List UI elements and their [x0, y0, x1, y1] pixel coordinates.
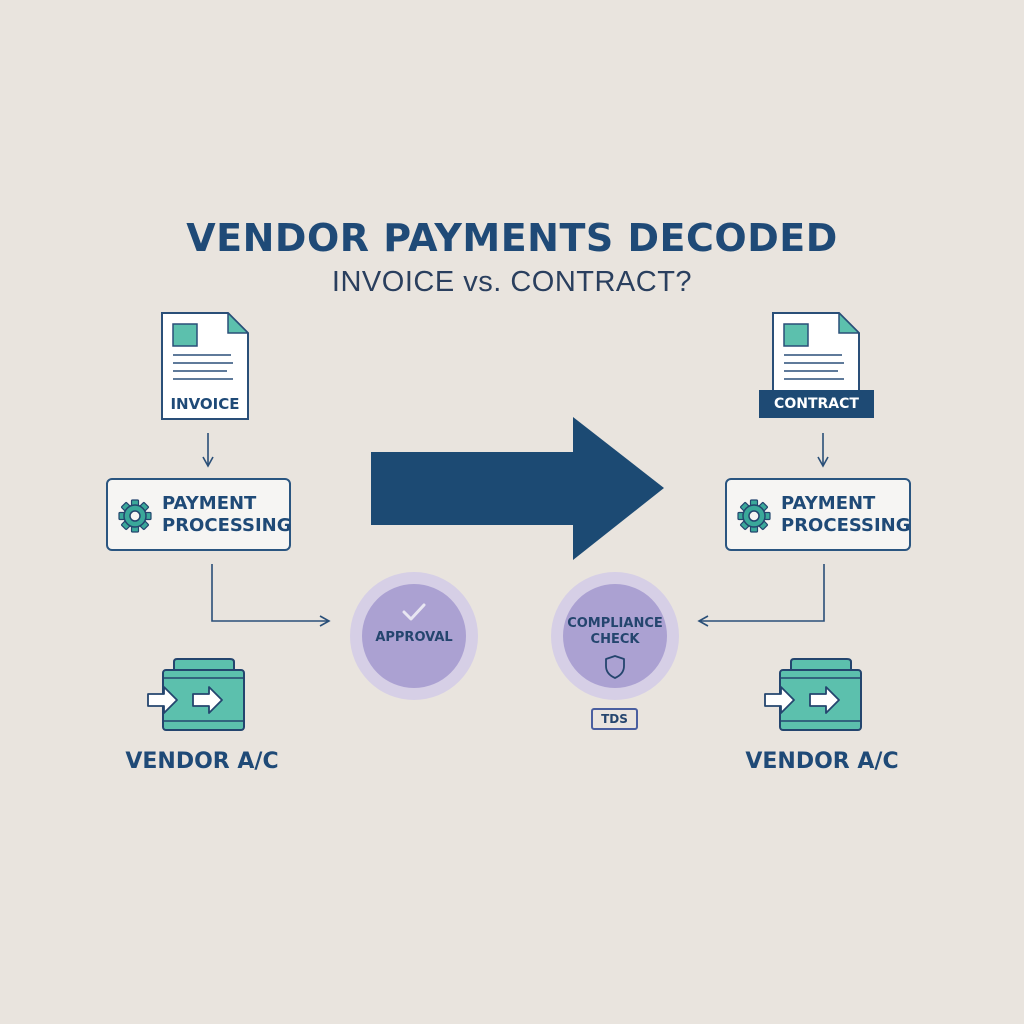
invoice-label: INVOICE — [170, 395, 240, 413]
right-process-line1: PAYMENT — [781, 493, 876, 514]
gear-icon — [737, 499, 771, 533]
invoice-document: INVOICE — [161, 311, 250, 420]
right-process-to-compliance-arrow — [697, 564, 825, 627]
left-payment-processing-box: PAYMENT PROCESSING — [106, 478, 292, 551]
diagram-subtitle: INVOICE vs. CONTRACT? — [331, 266, 693, 298]
approval-node: APPROVAL — [350, 572, 478, 700]
shield-icon — [605, 655, 625, 679]
right-process-line2: PROCESSING — [781, 515, 911, 536]
contract-document — [772, 311, 861, 420]
document-icon — [772, 311, 861, 400]
compliance-label: COMPLIANCE CHECK — [551, 616, 679, 648]
vendor-account-icon — [147, 658, 245, 731]
approval-label: APPROVAL — [375, 630, 453, 645]
right-payment-processing-box: PAYMENT PROCESSING — [725, 478, 911, 551]
left-process-line1: PAYMENT — [162, 493, 257, 514]
big-right-arrow — [371, 417, 664, 560]
compliance-line2: CHECK — [590, 632, 640, 647]
diagram-title: VENDOR PAYMENTS DECODED — [186, 216, 838, 260]
tds-badge: TDS — [591, 708, 638, 730]
left-process-to-approval-arrow — [211, 564, 331, 627]
compliance-line1: COMPLIANCE — [567, 616, 663, 631]
left-vendor-label: VENDOR A/C — [125, 749, 279, 774]
contract-label: CONTRACT — [759, 390, 874, 418]
vendor-account-icon — [764, 658, 862, 731]
left-process-label: PAYMENT PROCESSING — [162, 493, 292, 537]
gear-icon — [118, 499, 152, 533]
right-process-label: PAYMENT PROCESSING — [781, 493, 911, 537]
left-process-line2: PROCESSING — [162, 515, 292, 536]
compliance-check-node: COMPLIANCE CHECK — [551, 572, 679, 700]
document-icon — [161, 311, 250, 420]
right-vendor-label: VENDOR A/C — [745, 749, 899, 774]
checkmark-icon — [402, 603, 426, 621]
